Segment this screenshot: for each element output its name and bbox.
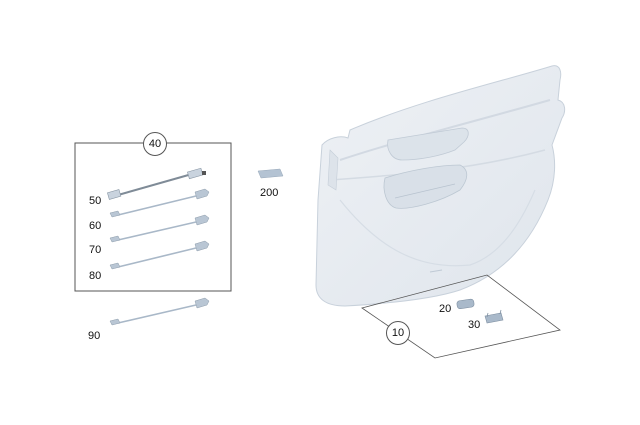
callout-60[interactable]: 60 <box>89 220 102 232</box>
callout-200[interactable]: 200 <box>260 187 279 199</box>
pad-200[interactable] <box>257 168 284 179</box>
cable-70[interactable] <box>109 214 210 243</box>
clip-30[interactable] <box>484 309 504 324</box>
cable-50[interactable] <box>107 167 206 200</box>
callout-30[interactable]: 30 <box>468 319 481 331</box>
callout-90[interactable]: 90 <box>88 330 101 342</box>
callout-80[interactable]: 80 <box>89 270 102 282</box>
cable-60[interactable] <box>109 188 210 218</box>
callout-10[interactable]: 10 <box>386 321 410 345</box>
callout-70[interactable]: 70 <box>89 244 102 256</box>
group-10-plane <box>361 274 561 359</box>
door-trim-panel[interactable] <box>315 65 566 307</box>
cable-90[interactable] <box>109 297 210 326</box>
clip-20[interactable] <box>456 298 475 309</box>
callout-40[interactable]: 40 <box>143 132 167 156</box>
callout-20[interactable]: 20 <box>439 303 452 315</box>
callout-50[interactable]: 50 <box>89 195 102 207</box>
cable-80[interactable] <box>109 240 210 270</box>
